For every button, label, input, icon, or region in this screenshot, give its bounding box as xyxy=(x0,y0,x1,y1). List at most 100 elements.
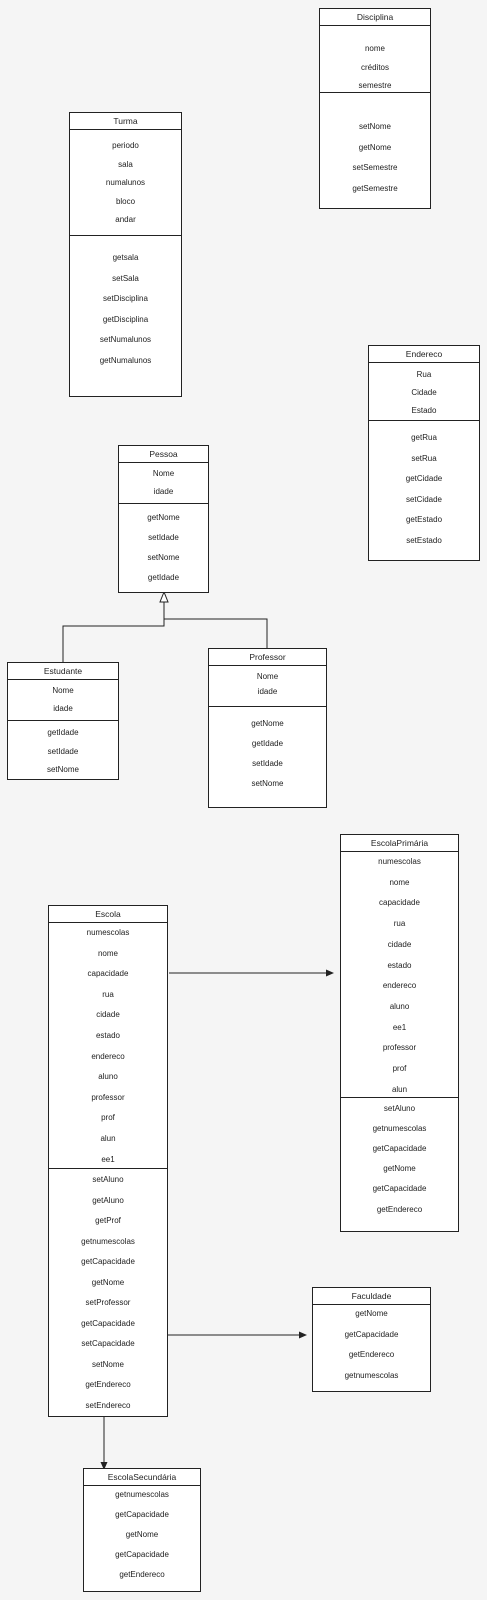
escolasecundaria-method: getEndereco xyxy=(119,1570,165,1579)
professor-method: getNome xyxy=(251,719,284,728)
disciplina-method: setSemestre xyxy=(352,163,398,172)
escolaprimaria-method: getNome xyxy=(383,1164,416,1174)
professor-attribute: Nome xyxy=(256,672,279,681)
pessoa-method: setIdade xyxy=(148,533,179,542)
escolaprimaria-class-title: EscolaPrimária xyxy=(341,835,458,852)
turma-attribute: numalunos xyxy=(105,178,146,187)
pessoa-compartment-divider xyxy=(119,503,208,504)
escola-attribute: cidade xyxy=(96,1010,120,1020)
disciplina-method: getSemestre xyxy=(352,183,398,193)
disciplina-attribute: créditos xyxy=(360,62,389,72)
estudante-method: setIdade xyxy=(47,746,79,756)
escola-attribute: estado xyxy=(95,1031,121,1040)
escolaprimaria-attribute: cidade xyxy=(387,939,412,949)
endereco-compartment-divider xyxy=(369,420,479,421)
faculdade-method: getEndereco xyxy=(348,1350,395,1359)
endereco-method: setRua xyxy=(411,453,437,463)
escola-method: setCapacidade xyxy=(81,1339,135,1348)
escolasecundaria-method: getNome xyxy=(125,1530,159,1539)
escola-method: getAluno xyxy=(92,1195,124,1205)
estudante-attribute: idade xyxy=(53,704,73,713)
escolaprimaria-attribute: professor xyxy=(382,1043,417,1053)
endereco-method: setCidade xyxy=(405,494,443,504)
turma-method: getsala xyxy=(112,253,139,262)
escolaprimaria-attribute: capacidade xyxy=(379,898,420,908)
escola-to-escolaprimaria-arrowhead xyxy=(326,969,334,977)
generalization-arrowhead xyxy=(159,590,169,603)
escolaprimaria-attribute: ee1 xyxy=(392,1022,407,1032)
endereco-attribute: Estado xyxy=(411,406,437,415)
estudante-class-title: Estudante xyxy=(8,663,118,680)
escolasecundaria-class-title: EscolaSecundária xyxy=(84,1469,200,1486)
escola-method: getnumescolas xyxy=(81,1236,135,1246)
escola-attribute: rua xyxy=(102,989,114,999)
escola-attribute: endereco xyxy=(91,1051,125,1061)
escola-method: getEndereco xyxy=(85,1380,131,1389)
disciplina-attribute: nome xyxy=(364,44,385,53)
escolasecundaria-method: getCapacidade xyxy=(115,1550,169,1559)
escola-attribute: nome xyxy=(97,948,118,958)
escola-class-title: Escola xyxy=(49,906,167,923)
estudante-compartment-divider xyxy=(8,720,118,721)
endereco-attribute: Rua xyxy=(416,370,432,379)
escolaprimaria-attribute: estado xyxy=(387,960,412,970)
disciplina-compartment-divider xyxy=(320,92,430,93)
escolaprimaria-attribute: nome xyxy=(389,877,410,887)
professor-compartment-divider xyxy=(209,706,326,707)
escola-attribute: numescolas xyxy=(86,928,130,937)
escola-method: getNome xyxy=(91,1277,125,1287)
escola-method: setEndereco xyxy=(85,1400,131,1410)
escola-method: setAluno xyxy=(92,1175,124,1184)
disciplina-method: setNome xyxy=(358,122,391,131)
disciplina-class-title: Disciplina xyxy=(320,9,430,26)
escolaprimaria-method: getEndereco xyxy=(376,1204,423,1214)
disciplina-method: getNome xyxy=(358,142,392,152)
faculdade-method: getCapacidade xyxy=(344,1329,399,1339)
escolaprimaria-class-box[interactable]: EscolaPrimária numescolas nome capacidade ru… xyxy=(340,834,459,1232)
escolaprimaria-attribute: alun xyxy=(391,1084,408,1094)
escola-to-faculdade-arrowhead xyxy=(299,1331,307,1339)
professor-method: setIdade xyxy=(252,759,283,768)
escola-method: getProf xyxy=(95,1216,121,1225)
escolaprimaria-method: getCapacidade xyxy=(372,1184,427,1194)
turma-attribute: andar xyxy=(115,215,136,224)
faculdade-method: getNome xyxy=(355,1309,388,1318)
professor-method: getIdade xyxy=(251,739,284,748)
escolaprimaria-method: setAluno xyxy=(383,1104,416,1113)
escolaprimaria-attribute: prof xyxy=(392,1064,407,1073)
escolaprimaria-attribute: rua xyxy=(393,919,406,929)
professor-class-title: Professor xyxy=(209,649,326,666)
endereco-method: getRua xyxy=(411,433,437,442)
endereco-method: getCidade xyxy=(405,474,443,483)
escola-attribute: professor xyxy=(91,1092,125,1102)
estudante-attribute: Nome xyxy=(52,686,74,695)
escolaprimaria-attribute: numescolas xyxy=(378,857,421,866)
professor-attribute: idade xyxy=(257,686,278,696)
endereco-method: getEstado xyxy=(405,515,443,524)
escola-method: setProfessor xyxy=(85,1298,131,1307)
escolaprimaria-method: getCapacidade xyxy=(372,1144,427,1154)
turma-method: setNumalunos xyxy=(99,335,152,344)
escolaprimaria-method: getnumescolas xyxy=(372,1124,427,1134)
escola-method: getCapacidade xyxy=(81,1257,135,1266)
endereco-attribute: Cidade xyxy=(411,388,437,397)
escolaprimaria-compartment-divider xyxy=(341,1097,458,1098)
estudante-method: setNome xyxy=(46,765,79,774)
turma-attribute: bloco xyxy=(115,196,136,206)
escola-attribute: aluno xyxy=(98,1072,118,1082)
escola-method: setNome xyxy=(91,1359,124,1369)
endereco-class-title: Endereco xyxy=(369,346,479,363)
escola-attribute: alun xyxy=(100,1134,116,1143)
escolasecundaria-method: getnumescolas xyxy=(115,1490,169,1499)
escolasecundaria-class-box[interactable]: EscolaSecundária getnumescolas getCapacida… xyxy=(83,1468,201,1592)
